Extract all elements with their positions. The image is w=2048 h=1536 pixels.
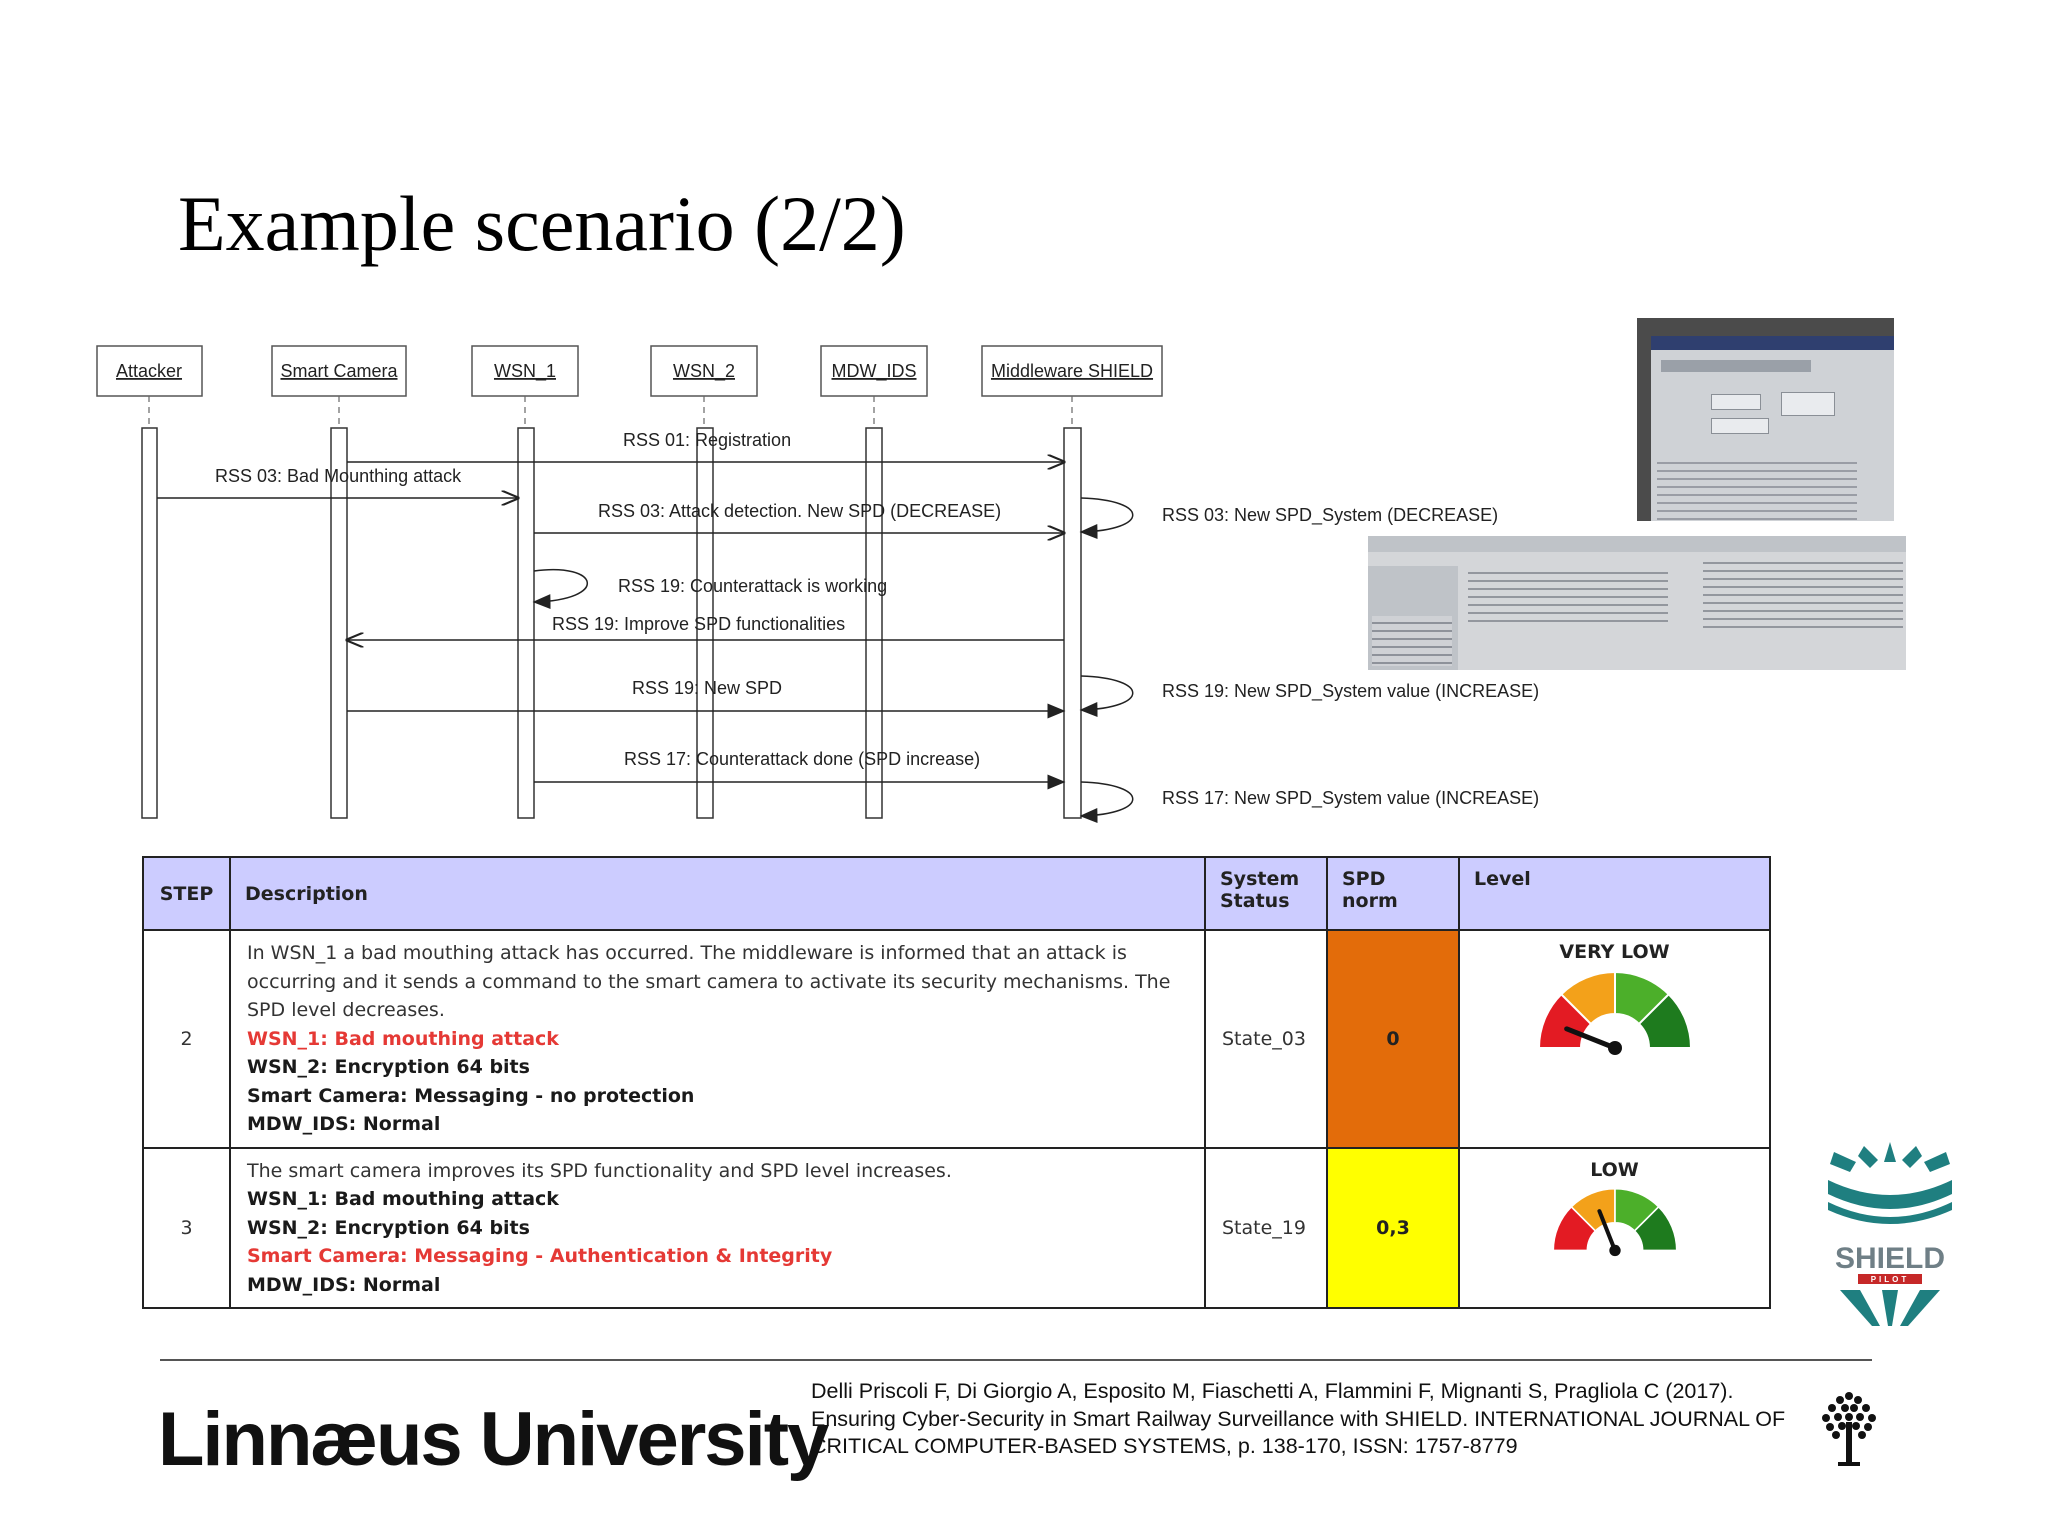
participant-box-smart-camera — [271, 345, 407, 397]
msg-bad-mouthing: RSS 03: Bad Mounthing attack — [215, 466, 462, 486]
level-gauge — [1537, 970, 1692, 1055]
description-line: Smart Camera: Messaging - Authentication… — [247, 1245, 833, 1267]
lifeline-mdw-ids — [865, 427, 883, 819]
description-line: MDW_IDS: Normal — [247, 1273, 441, 1296]
level-label: LOW — [1590, 1158, 1639, 1181]
participant-smart-camera: Smart Camera — [280, 361, 398, 381]
gateway-gui-photo — [1637, 318, 1894, 521]
shield-logo: SHIELD PILOT — [1828, 1142, 1952, 1326]
participant-wsn-1: WSN_1 — [494, 361, 556, 382]
header-step: STEP — [142, 856, 231, 931]
participant-mdw-ids: MDW_IDS — [832, 361, 917, 382]
description-intro: In WSN_1 a bad mouthing attack has occur… — [247, 942, 1171, 1021]
middleware-gui-photo — [1368, 536, 1906, 670]
description-line: MDW_IDS: Normal — [247, 1113, 441, 1135]
table-row: 2 In WSN_1 a bad mouthing attack has occ… — [142, 929, 1771, 1149]
description-line: WSN_1: Bad mouthing attack — [247, 1188, 559, 1210]
cell-system-status: State_19 — [1204, 1146, 1328, 1309]
level-label: VERY LOW — [1559, 941, 1670, 963]
lifeline-middleware-shield — [1063, 427, 1082, 819]
header-level: Level — [1458, 856, 1771, 931]
description-line: WSN_2: Encryption 64 bits — [247, 1216, 530, 1239]
cell-spd-norm: 0 — [1326, 929, 1460, 1149]
description-intro: The smart camera improves its SPD functi… — [247, 1159, 952, 1182]
msg-improve-spd: RSS 19: Improve SPD functionalities — [552, 614, 845, 634]
msg-new-spd: RSS 19: New SPD — [632, 678, 782, 698]
shield-logo-subtext: PILOT — [1871, 1275, 1910, 1284]
header-description: Description — [229, 856, 1206, 931]
arrow-self-increase-17 — [1079, 781, 1134, 824]
gauge-needle — [1596, 1208, 1617, 1252]
university-logo: Linnæus University — [158, 1397, 829, 1482]
gauge-segment — [1632, 1205, 1678, 1251]
cell-level: LOW — [1458, 1146, 1771, 1309]
cell-description: The smart camera improves its SPD functi… — [229, 1146, 1206, 1309]
lifeline-wsn-2 — [696, 427, 714, 819]
cell-system-status: State_03 — [1204, 929, 1328, 1149]
participant-wsn-2: WSN_2 — [673, 361, 735, 382]
msg-counterattack-done: RSS 17: Counterattack done (SPD increase… — [624, 749, 980, 769]
self-msg-increase-17: RSS 17: New SPD_System value (INCREASE) — [1162, 788, 1539, 809]
citation: Delli Priscoli F, Di Giorgio A, Esposito… — [811, 1379, 1786, 1458]
gauge-needle — [1563, 1026, 1617, 1051]
arrow-self-decrease — [1079, 497, 1134, 540]
participant-box-middleware-shield — [981, 345, 1163, 397]
cell-spd-norm: 0,3 — [1326, 1146, 1460, 1309]
cell-level: VERY LOW — [1458, 929, 1771, 1149]
header-spd-norm: SPD norm — [1326, 856, 1460, 931]
arrow-self-increase-19 — [1079, 675, 1134, 718]
msg-counterattack-working: RSS 19: Counterattack is working — [618, 576, 887, 596]
lifeline-smart-camera — [330, 427, 348, 819]
participant-attacker: Attacker — [116, 361, 182, 381]
participant-box-wsn-2 — [650, 345, 758, 397]
self-msg-decrease: RSS 03: New SPD_System (DECREASE) — [1162, 505, 1498, 526]
msg-registration: RSS 01: Registration — [623, 430, 791, 450]
cell-step: 2 — [142, 929, 231, 1149]
lifeline-wsn-1 — [517, 427, 535, 819]
sequence-diagram: Attacker Smart Camera WSN_1 WSN_2 MDW_ID… — [0, 300, 2048, 840]
description-line: Smart Camera: Messaging - no protection — [247, 1084, 695, 1107]
table-row: 3 The smart camera improves its SPD func… — [142, 1146, 1771, 1309]
self-msg-increase-19: RSS 19: New SPD_System value (INCREASE) — [1162, 681, 1539, 702]
description-line: WSN_2: Encryption 64 bits — [247, 1056, 530, 1078]
slide-title: Example scenario (2/2) — [178, 180, 906, 267]
scenario-table: STEP Description System Status SPD norm … — [142, 856, 1771, 1309]
arrow-counterattack-working — [532, 569, 588, 610]
level-gauge — [1551, 1187, 1678, 1256]
gauge-hub — [1607, 1041, 1622, 1055]
cell-step: 3 — [142, 1146, 231, 1309]
participant-box-attacker — [96, 345, 203, 397]
footer-divider — [160, 1359, 1872, 1361]
gauge-hub — [1608, 1244, 1621, 1256]
cell-description: In WSN_1 a bad mouthing attack has occur… — [229, 929, 1206, 1149]
tree-logo-icon — [1822, 1392, 1876, 1466]
description-line: WSN_1: Bad mouthing attack — [247, 1027, 559, 1050]
gauge-segment — [1637, 992, 1692, 1049]
participant-middleware-shield: Middleware SHIELD — [991, 361, 1153, 381]
msg-attack-detection: RSS 03: Attack detection. New SPD (DECRE… — [598, 501, 1001, 521]
header-system-status: System Status — [1204, 856, 1328, 931]
shield-logo-text: SHIELD — [1835, 1242, 1945, 1275]
lifeline-attacker — [141, 427, 158, 819]
